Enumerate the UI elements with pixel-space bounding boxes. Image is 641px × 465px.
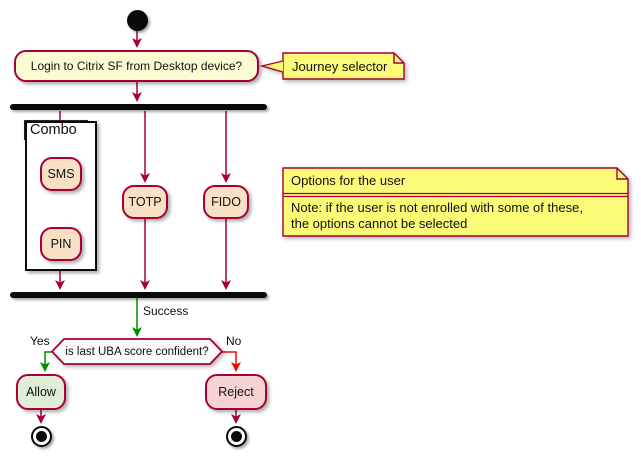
activity-totp-label: TOTP [128,195,162,209]
decision-no-label: No [226,334,242,348]
decision-yes-label: Yes [30,334,50,348]
activity-reject-label: Reject [218,385,254,399]
activity-fido: FIDO [203,185,249,219]
activity-login-label: Login to Citrix SF from Desktop device? [30,59,243,73]
end-node-dot [231,431,242,442]
fork-bar [10,104,267,110]
activity-pin-label: PIN [50,237,72,251]
journey-note-text: Journey selector [292,58,388,74]
success-edge-label: Success [143,304,189,318]
activity-allow: Allow [16,374,66,410]
note-fold-corner-icon [393,53,404,64]
activity-fido-label: FIDO [211,195,241,209]
note-pointer-icon [259,60,284,73]
arrow-decision-no-to-reject [222,351,241,372]
start-node [127,10,148,31]
options-note-line1: Note: if the user is not enrolled with s… [291,200,583,215]
arrow-decision-yes-to-allow [40,351,52,372]
end-node-reject [226,426,247,447]
activity-sms-label: SMS [47,167,75,181]
partition-combo-label: Combo [30,122,77,138]
join-bar [10,292,267,298]
activity-pin: PIN [40,227,82,261]
options-note-title: Options for the user [291,173,406,188]
end-node-allow [31,426,52,447]
activity-reject: Reject [205,374,267,410]
activity-sms: SMS [40,157,82,191]
activity-totp: TOTP [122,185,168,219]
decision-question: is last UBA score confident? [65,345,209,358]
note-fold-corner-icon [616,168,628,180]
end-node-dot [36,431,47,442]
activity-allow-label: Allow [26,385,56,399]
options-note-line2: the options cannot be selected [291,216,468,231]
activity-login: Login to Citrix SF from Desktop device? [14,50,259,82]
